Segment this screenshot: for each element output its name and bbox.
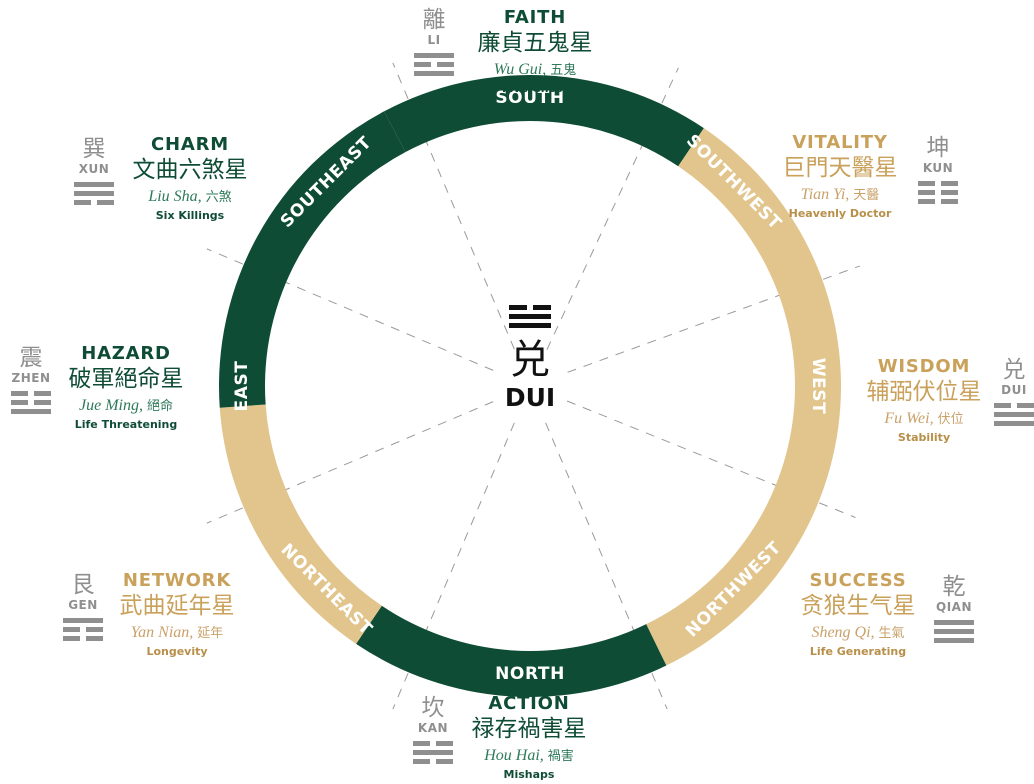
trigram-character: 離: [422, 7, 446, 33]
trigram-li: 離 LI: [414, 8, 454, 80]
star-title: NETWORK: [122, 570, 232, 591]
star-chinese: 武曲延年星: [119, 593, 235, 619]
star-english: Life Generating: [809, 645, 907, 658]
trigram-dui: 兑 DUI: [994, 358, 1034, 430]
star-vitality: VITALITY 巨門天醫星 Tian Yi, 天醫 Heavenly Doct…: [760, 133, 920, 221]
trigram-character: 坎: [421, 695, 445, 721]
star-english: Life Threatening: [74, 418, 178, 431]
star-pinyin: Jue Ming, 絕命: [79, 397, 173, 414]
star-pinyin: Wu Gui, 五鬼: [493, 61, 577, 78]
trigram-xun: 巽 XUN: [74, 137, 114, 209]
trigram-pinyin: XUN: [78, 162, 110, 176]
star-pinyin: Yan Nian, 延年: [130, 624, 224, 641]
trigram-character: 坤: [926, 135, 950, 161]
direction-label-northwest: NORTHWEST: [682, 538, 786, 642]
star-chinese: 文曲六煞星: [132, 157, 248, 183]
star-pinyin: Sheng Qi, 生氣: [811, 624, 905, 641]
trigram-character: 震: [19, 345, 43, 371]
center-trigram-icon: [509, 305, 551, 328]
star-title: HAZARD: [81, 343, 171, 364]
star-title: WISDOM: [877, 356, 971, 377]
star-network: NETWORK 武曲延年星 Yan Nian, 延年 Longevity: [97, 571, 257, 659]
trigram-gen-icon: [63, 618, 103, 641]
trigram-kan-icon: [413, 741, 453, 764]
star-pinyin: Fu Wei, 伏位: [884, 410, 964, 427]
star-success: SUCCESS 贪狼生气星 Sheng Qi, 生氣 Life Generati…: [778, 571, 938, 659]
trigram-pinyin: KUN: [922, 161, 954, 175]
center-pinyin: DUI: [504, 383, 556, 412]
trigram-dui-icon: [994, 403, 1034, 426]
star-english: Mishaps: [503, 768, 555, 781]
ring-segment: [383, 75, 704, 167]
star-english: Longevity: [146, 645, 208, 658]
trigram-xun-icon: [74, 182, 114, 205]
direction-label-southeast: SOUTHEAST: [277, 133, 376, 232]
star-charm: CHARM 文曲六煞星 Liu Sha, 六煞 Six Killings: [110, 135, 270, 223]
center-character: 兑: [510, 337, 550, 383]
direction-label-northeast: NORTHEAST: [277, 540, 377, 640]
trigram-pinyin: GEN: [68, 598, 98, 612]
star-wisdom: WISDOM 辅弼伏位星 Fu Wei, 伏位 Stability: [844, 357, 1004, 445]
star-english: Heavenly Doctor: [788, 207, 892, 220]
star-english: Six Killings: [155, 209, 225, 222]
center-dui: 兑 DUI: [480, 305, 580, 412]
ring-segment: [356, 605, 667, 697]
trigram-character: 艮: [71, 572, 95, 598]
star-chinese: 巨門天醫星: [782, 155, 898, 181]
star-title: FAITH: [503, 7, 567, 28]
trigram-qian: 乾 QIAN: [934, 575, 974, 647]
star-chinese: 辅弼伏位星: [866, 379, 982, 405]
star-title: CHARM: [151, 134, 229, 155]
trigram-character: 兑: [1002, 357, 1026, 383]
ring-segment: [219, 404, 382, 644]
star-hazard: HAZARD 破軍絕命星 Jue Ming, 絕命 Life Threateni…: [46, 344, 206, 432]
direction-ring: [219, 75, 841, 697]
star-title: ACTION: [488, 693, 570, 714]
star-english: Five Ghost: [502, 82, 568, 95]
star-pinyin: Tian Yi, 天醫: [800, 186, 880, 203]
direction-label-west: WEST: [808, 358, 828, 415]
trigram-character: 乾: [942, 574, 966, 600]
star-title: VITALITY: [792, 132, 888, 153]
trigram-zhen: 震 ZHEN: [11, 346, 51, 418]
star-action: ACTION 禄存禍害星 Hou Hai, 禍害 Mishaps: [449, 694, 609, 782]
star-pinyin: Hou Hai, 禍害: [484, 747, 574, 764]
sector-divider-lines: [206, 62, 861, 710]
direction-label-north: NORTH: [495, 664, 565, 684]
trigram-pinyin: LI: [427, 33, 441, 47]
trigram-pinyin: QIAN: [936, 600, 972, 614]
star-pinyin: Liu Sha, 六煞: [148, 188, 232, 205]
direction-label-east: EAST: [232, 360, 252, 411]
star-faith: FAITH 廉貞五鬼星 Wu Gui, 五鬼 Five Ghost: [455, 8, 615, 96]
star-title: SUCCESS: [809, 570, 907, 591]
trigram-qian-icon: [934, 620, 974, 643]
trigram-pinyin: DUI: [1001, 383, 1027, 397]
trigram-pinyin: ZHEN: [11, 371, 51, 385]
star-chinese: 禄存禍害星: [471, 716, 587, 742]
trigram-zhen-icon: [11, 391, 51, 414]
ring-segment: [646, 128, 841, 666]
star-english: Stability: [897, 431, 951, 444]
trigram-character: 巽: [82, 136, 106, 162]
trigram-kun: 坤 KUN: [918, 136, 958, 208]
trigram-li-icon: [414, 53, 454, 76]
star-chinese: 廉貞五鬼星: [477, 30, 593, 56]
star-chinese: 贪狼生气星: [800, 593, 916, 619]
trigram-kan: 坎 KAN: [413, 696, 453, 768]
trigram-gen: 艮 GEN: [63, 573, 103, 645]
direction-label-south: SOUTH: [495, 88, 564, 108]
trigram-pinyin: KAN: [417, 721, 449, 735]
ring-segment: [219, 111, 406, 408]
trigram-kun-icon: [918, 181, 958, 204]
star-chinese: 破軍絕命星: [68, 366, 184, 392]
